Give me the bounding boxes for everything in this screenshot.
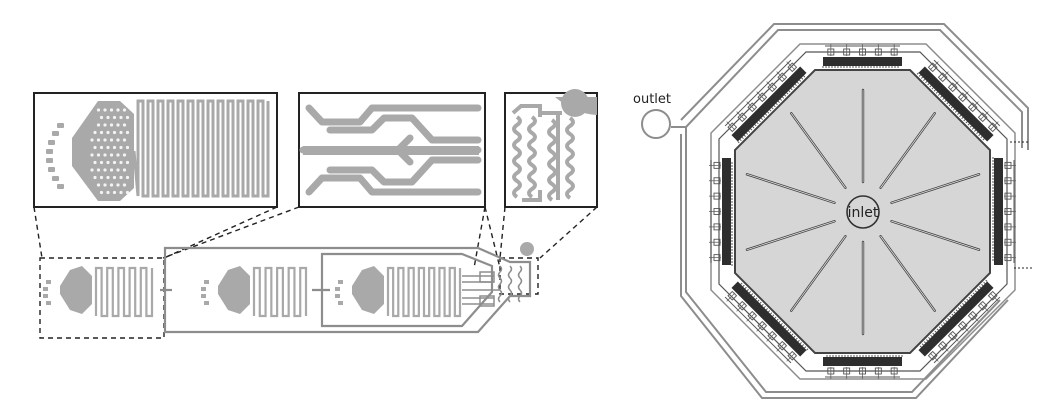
branch-inner-bottom [326,156,482,186]
wavy-channel-2 [527,115,537,199]
branch-outer-bottom [305,174,482,196]
wavy-channel-3 [547,118,557,202]
chip-unit-1 [43,266,154,318]
chip-outer-outline [163,246,532,334]
branch-inner-top [326,114,482,144]
wavy-channel-1 [512,115,522,199]
outlet-channel [671,23,1029,399]
zoom-inset-bifurcation [298,92,486,208]
inset-inlet-chamber [46,101,134,201]
linear-chip-panel [33,89,598,339]
outlet-port [641,109,671,139]
inset-serpentine-channel [132,99,270,198]
inlet-port [846,195,880,229]
wavy-channel-4 [565,116,575,200]
zoom-inset-serpentine [33,92,278,208]
octagon-guard-ring [718,51,1008,372]
octagon-chip-panel: outlet inlet [633,23,1034,399]
zoom-inset-wavy-mixer [504,89,598,208]
zoom-projection-lines [33,206,598,269]
chip-unit-2 [201,266,308,318]
inlet-label: inlet [848,205,879,221]
inset-feeder-arcs [46,123,64,189]
branch-outer-top [305,104,482,126]
chip-outlet-port [520,242,534,256]
chip-detail-box-right [499,257,539,295]
outlet-label: outlet [633,92,671,107]
chip-unit-3 [335,266,462,318]
chip-bifurcation-region [462,265,523,307]
side-valve-modules [709,44,1016,379]
chip-inner-outline [320,252,494,328]
comb-electrode-bands [722,57,1003,366]
